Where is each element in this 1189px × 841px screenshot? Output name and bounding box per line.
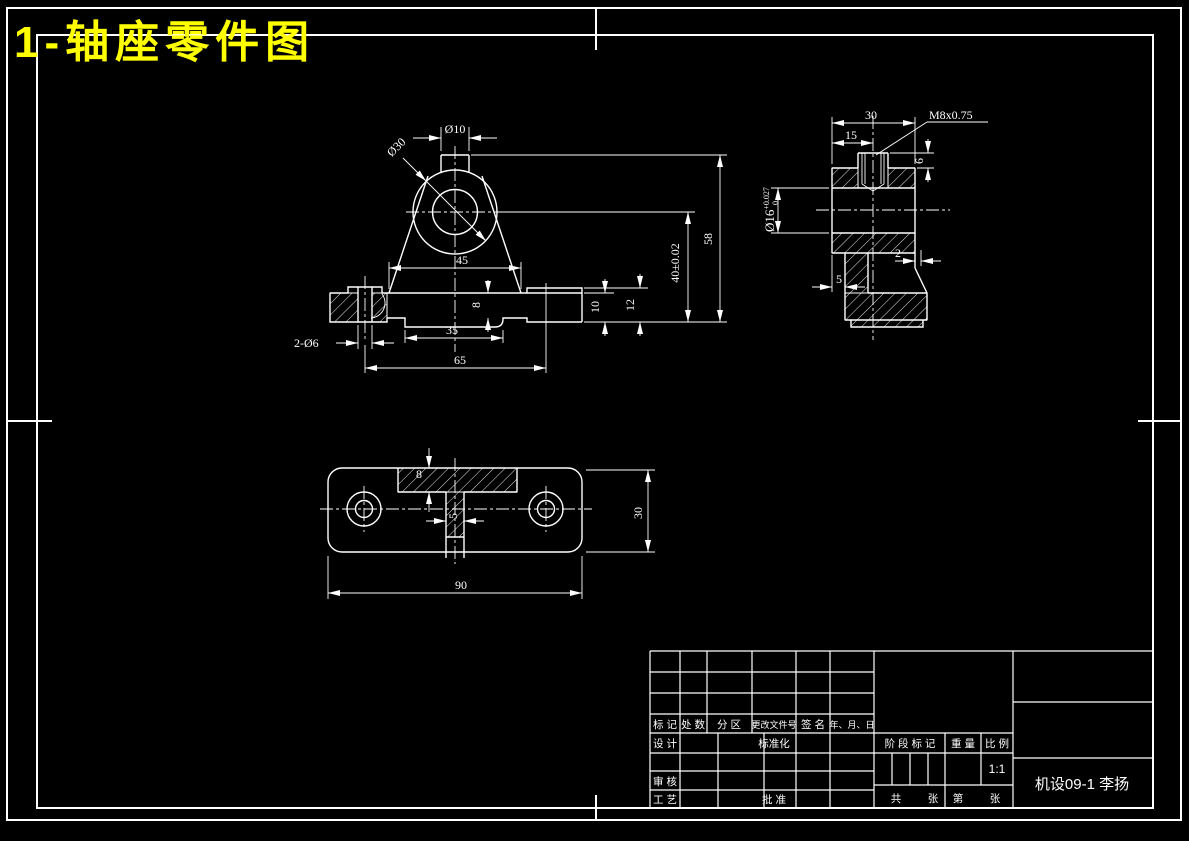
dim-12-label: 12 [623, 299, 637, 311]
standardization-label: 标准化 [758, 737, 790, 750]
dim-bore-label: Ø16+0.0270 [762, 187, 780, 232]
dim-band-label: 8 [416, 467, 422, 481]
dim-65-label: 65 [454, 353, 466, 367]
approve-label: 批 准 [762, 793, 786, 806]
front-view: Ø10 Ø30 45 8 35 65 2-Ø6 10 [294, 122, 727, 373]
scale-value: 1:1 [989, 762, 1006, 776]
sheet-no-label: 第 [953, 792, 964, 805]
dim-2xphi6-label: 2-Ø6 [294, 336, 319, 350]
dim-58-label: 58 [701, 233, 715, 245]
col-zone: 分 区 [717, 719, 741, 731]
process-label: 工 艺 [653, 794, 677, 806]
weight-label: 重 量 [951, 737, 975, 750]
dim-depth30-label: 30 [631, 507, 645, 519]
dim-5-label: 5 [836, 272, 842, 286]
dim-15-label: 15 [845, 128, 857, 142]
dim-6-label: 6 [912, 158, 926, 164]
org-name: 机设09-1 李扬 [1035, 776, 1129, 793]
col-sign: 签 名 [801, 718, 825, 731]
dim-phi30-label: Ø30 [384, 135, 409, 160]
dim-35-label: 35 [446, 323, 458, 337]
sheets-total-unit: 张 [928, 793, 939, 805]
dim-thread-label: M8x0.75 [929, 108, 973, 122]
sheets-total-label: 共 [891, 793, 902, 805]
dim-10-label: 10 [588, 301, 602, 313]
col-date: 年、月、日 [829, 719, 874, 730]
dim-90-label: 90 [455, 578, 467, 592]
col-count: 处 数 [681, 718, 705, 731]
section-hatch [831, 232, 916, 254]
design-label: 设 计 [653, 737, 677, 750]
title-block: 标 记 处 数 分 区 更改文件号 签 名 年、月、日 设 计 标准化 审 核 … [649, 650, 1152, 808]
section-hatch [844, 292, 928, 321]
side-section-view: 30 15 M8x0.75 6 Ø16+0.0270 2 5 [762, 108, 988, 340]
col-mark: 标 记 [653, 719, 677, 731]
section-hatch [371, 292, 388, 323]
dim-8-label: 8 [469, 302, 483, 308]
dim-45-label: 45 [456, 253, 468, 267]
stage-mark-label: 阶 段 标 记 [885, 737, 936, 750]
dim-30-label: 30 [865, 108, 877, 122]
section-hatch [831, 167, 859, 189]
dim-stem-label: 5 [446, 513, 460, 519]
dim-40-label: 40±0.02 [668, 243, 682, 283]
section-hatch [887, 167, 916, 189]
dim-phi10-label: Ø10 [445, 122, 466, 136]
section-hatch [329, 292, 359, 323]
sheet-no-unit: 张 [990, 793, 1001, 805]
sheet-frame [6, 7, 1182, 821]
dim-2-label: 2 [895, 246, 901, 260]
bottom-view: 8 5 90 30 [320, 448, 655, 599]
page-title: 1-轴座零件图 [14, 18, 315, 67]
review-label: 审 核 [653, 775, 677, 788]
section-hatch [850, 319, 924, 328]
col-doc-no: 更改文件号 [751, 719, 796, 730]
scale-label: 比 例 [985, 737, 1009, 750]
